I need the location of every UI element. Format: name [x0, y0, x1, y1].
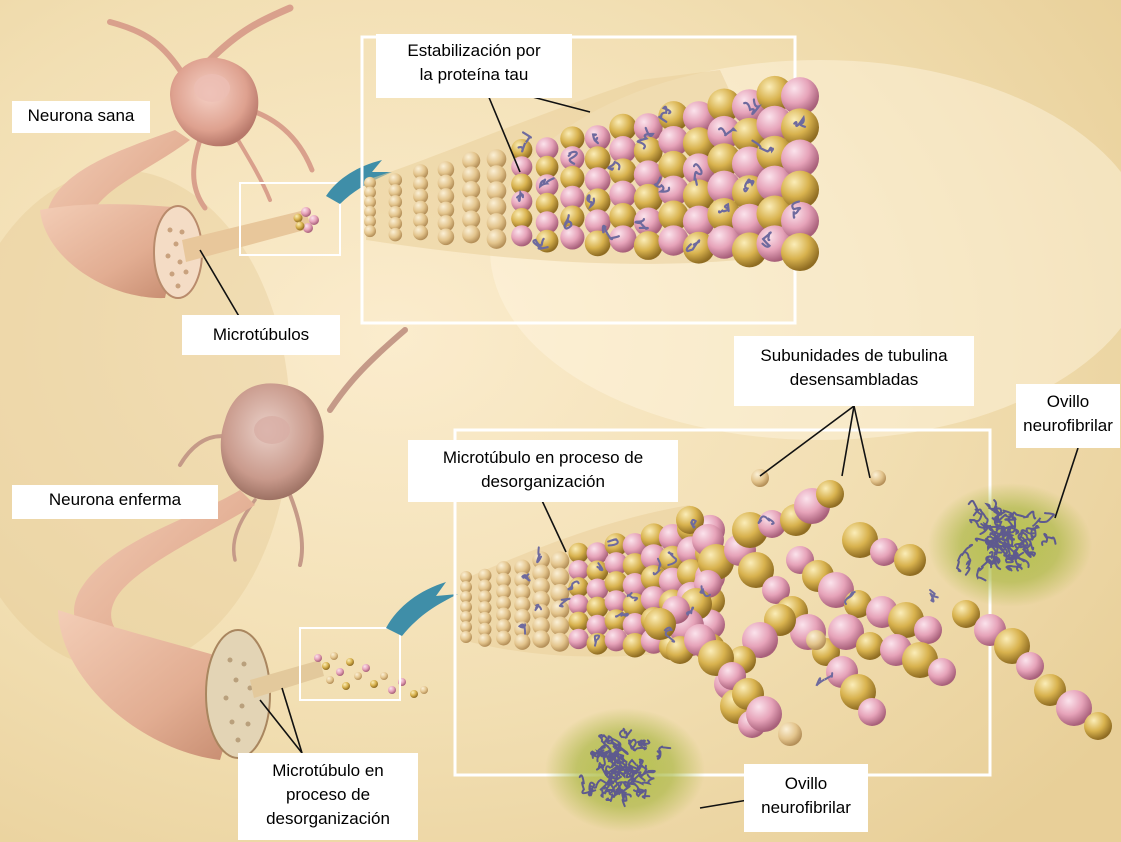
tangle-bottom [545, 708, 705, 832]
tubulin-subunit [487, 229, 507, 249]
tubulin-subunit [410, 690, 418, 698]
tubulin-subunit [914, 616, 942, 644]
tubulin-subunit [634, 231, 663, 260]
tubulin-subunit [856, 632, 884, 660]
tubulin-subunit [1016, 652, 1044, 680]
tubulin-subunit [478, 634, 491, 647]
tubulin-subunit [389, 228, 403, 242]
tubulin-subunit [644, 608, 676, 640]
tubulin-subunit [550, 568, 569, 587]
tubulin-subunit [781, 233, 819, 271]
tubulin-subunit [550, 617, 569, 636]
label-disassembled-tubulin-subunits: Subunidades de tubulina desensambladas [734, 336, 974, 406]
tubulin-subunit [496, 631, 511, 646]
tubulin-subunit [568, 629, 588, 649]
tubulin-subunit [806, 630, 826, 650]
tubulin-subunit [336, 668, 344, 676]
tubulin-subunit [858, 698, 886, 726]
tubulin-subunit [928, 658, 956, 686]
tubulin-subunit [322, 662, 330, 670]
label-disorganizing-microtubule-bottom: Microtúbulo en proceso de desorganizació… [238, 753, 418, 840]
tubulin-subunit [326, 676, 334, 684]
tubulin-subunit [330, 652, 338, 660]
tubulin-subunit [560, 225, 584, 249]
tubulin-subunit [609, 225, 636, 252]
tubulin-subunit [816, 480, 844, 508]
tubulin-subunit [746, 696, 782, 732]
tubulin-subunit [1084, 712, 1112, 740]
tubulin-subunit [870, 538, 898, 566]
tubulin-subunit [778, 722, 802, 746]
label-diseased-neuron: Neurona enferma [12, 485, 218, 519]
tubulin-subunit [511, 225, 532, 246]
tubulin-subunit [346, 658, 354, 666]
tubulin-subunit [354, 672, 362, 680]
tubulin-subunit [894, 544, 926, 576]
tubulin-subunit [532, 630, 550, 648]
label-neurofibrillary-tangle-bottom: Ovillo neurofibrilar [744, 764, 868, 832]
label-disorganizing-microtubule-top: Microtúbulo en proceso de desorganizació… [408, 440, 678, 502]
tubulin-subunit [364, 225, 376, 237]
label-neurofibrillary-tangle-right: Ovillo neurofibrilar [1016, 384, 1120, 448]
tubulin-subunit [550, 551, 569, 570]
tubulin-subunit [438, 229, 455, 246]
tubulin-subunit [388, 686, 396, 694]
tubulin-subunit [550, 600, 569, 619]
tubulin-subunit [462, 225, 480, 243]
label-healthy-neuron: Neurona sana [12, 101, 150, 133]
label-microtubules: Microtúbulos [182, 315, 340, 355]
tubulin-subunit [362, 664, 370, 672]
tubulin-subunit [380, 672, 388, 680]
tubulin-subunit [420, 686, 428, 694]
tubulin-subunit [870, 470, 886, 486]
tubulin-subunit [342, 682, 350, 690]
tangle-right [928, 483, 1092, 607]
tubulin-subunit [413, 225, 428, 240]
tubulin-subunit [550, 633, 569, 652]
tubulin-subunit [314, 654, 322, 662]
tubulin-subunit [370, 680, 378, 688]
tubulin-subunit [514, 634, 530, 650]
tubulin-subunit [460, 631, 472, 643]
label-tau-stabilization: Estabilización por la proteína tau [376, 34, 572, 98]
